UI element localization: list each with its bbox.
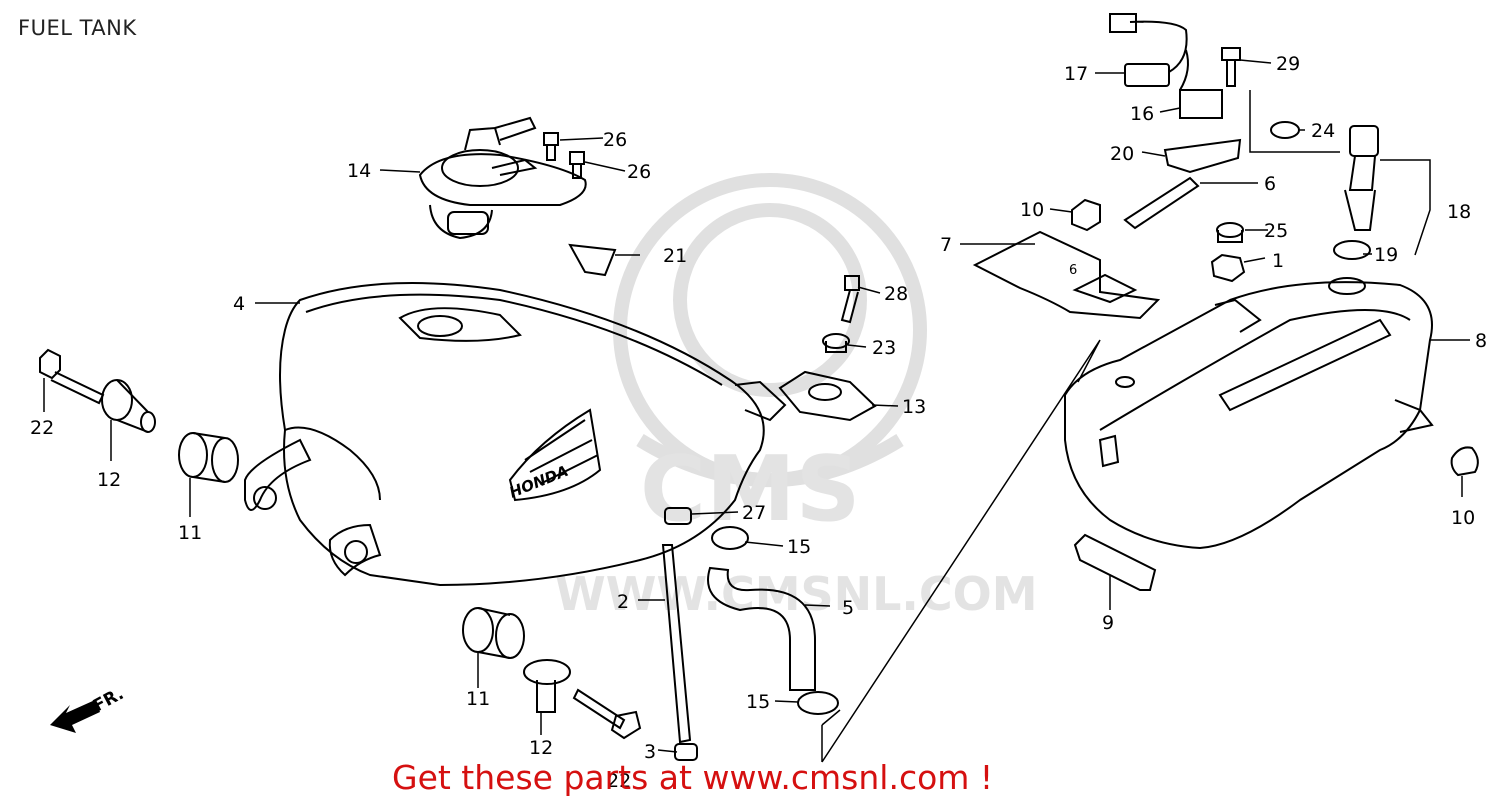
callout-19: 19 [1374,244,1398,266]
callout-3: 3 [644,741,656,763]
callout-17: 17 [1064,63,1088,85]
sticker-part [568,243,617,277]
callout-20: 20 [1110,143,1134,165]
front-direction-arrow: FR. [50,684,127,733]
callout-12-lower: 12 [529,737,553,759]
bolt-28 [840,275,860,324]
callout-27: 27 [742,502,766,524]
callout-28: 28 [884,283,908,305]
callout-26b: 26 [627,161,651,183]
bolt-26a [543,132,559,161]
callout-2: 2 [617,591,629,613]
clamp-15-upper [711,526,749,550]
nut-10-right [1450,446,1479,477]
coupler-17 [1109,13,1188,87]
callout-29: 29 [1276,53,1300,75]
page-title: FUEL TANK [18,16,137,40]
callout-7: 7 [940,234,952,256]
fuel-cap-part [418,116,587,240]
nut-1 [1210,253,1246,283]
callout-14: 14 [347,160,371,182]
reserve-tank-8 [1064,277,1434,550]
callout-15-lower: 15 [746,691,770,713]
callout-13: 13 [902,396,926,418]
hose-5 [707,566,816,691]
callout-16: 16 [1130,103,1154,125]
sensor-18 [1344,125,1379,231]
clip-27 [664,507,692,525]
svg-text:6: 6 [1069,263,1077,278]
screw-29 [1221,47,1241,87]
callout-11-left: 11 [178,522,202,544]
callout-labels: 1 2 3 4 5 6 7 8 9 10 10 11 11 12 12 13 1… [30,53,1487,792]
cap-25 [1216,222,1244,243]
callout-10-right: 10 [1451,507,1475,529]
callout-24: 24 [1311,120,1335,142]
bracket-9 [1073,533,1157,591]
callout-21: 21 [663,245,687,267]
collar-12-left [101,379,156,433]
callout-9: 9 [1102,612,1114,634]
watermark-text: CMS WWW.CMSNL.COM [555,437,1038,621]
callout-4: 4 [233,293,245,315]
fuel-tank-part [244,281,787,587]
callout-10-top: 10 [1020,199,1044,221]
washer-24 [1270,121,1300,139]
plate-7: 6 [972,230,1161,320]
nut-10-top [1071,198,1101,232]
callout-18: 18 [1447,201,1471,223]
relay-16 [1179,49,1223,119]
leader-lines [43,59,1470,763]
callout-15-upper: 15 [787,536,811,558]
cap-23 [822,333,850,353]
callout-22-left: 22 [30,417,54,439]
bolt-22-left [39,348,105,405]
callout-22-lower: 22 [607,770,631,792]
hose-2 [661,544,692,744]
bolt-26b [569,151,585,179]
svg-text:WWW.CMSNL.COM: WWW.CMSNL.COM [555,567,1038,621]
bracket-20 [1163,138,1242,174]
callout-6: 6 [1264,173,1276,195]
rubber-11-left [178,432,239,483]
svg-text:CMS: CMS [640,437,860,542]
washer-19 [1333,240,1371,260]
callout-23: 23 [872,337,896,359]
plate-13 [778,370,877,422]
callout-26a: 26 [603,129,627,151]
callout-25: 25 [1264,220,1288,242]
clamp-15-lower [797,691,839,715]
callout-8: 8 [1475,330,1487,352]
rod-6 [1123,176,1200,230]
callout-1: 1 [1272,250,1284,272]
promo-link-text[interactable]: Get these parts at www.cmsnl.com ! [392,758,994,797]
callout-11-lower: 11 [466,688,490,710]
rubber-11-lower [462,607,525,659]
watermark-logo [613,173,927,487]
bolt-22-lower [572,688,642,740]
collar-12-lower [523,659,571,713]
callout-5: 5 [842,597,854,619]
callout-12-left: 12 [97,469,121,491]
